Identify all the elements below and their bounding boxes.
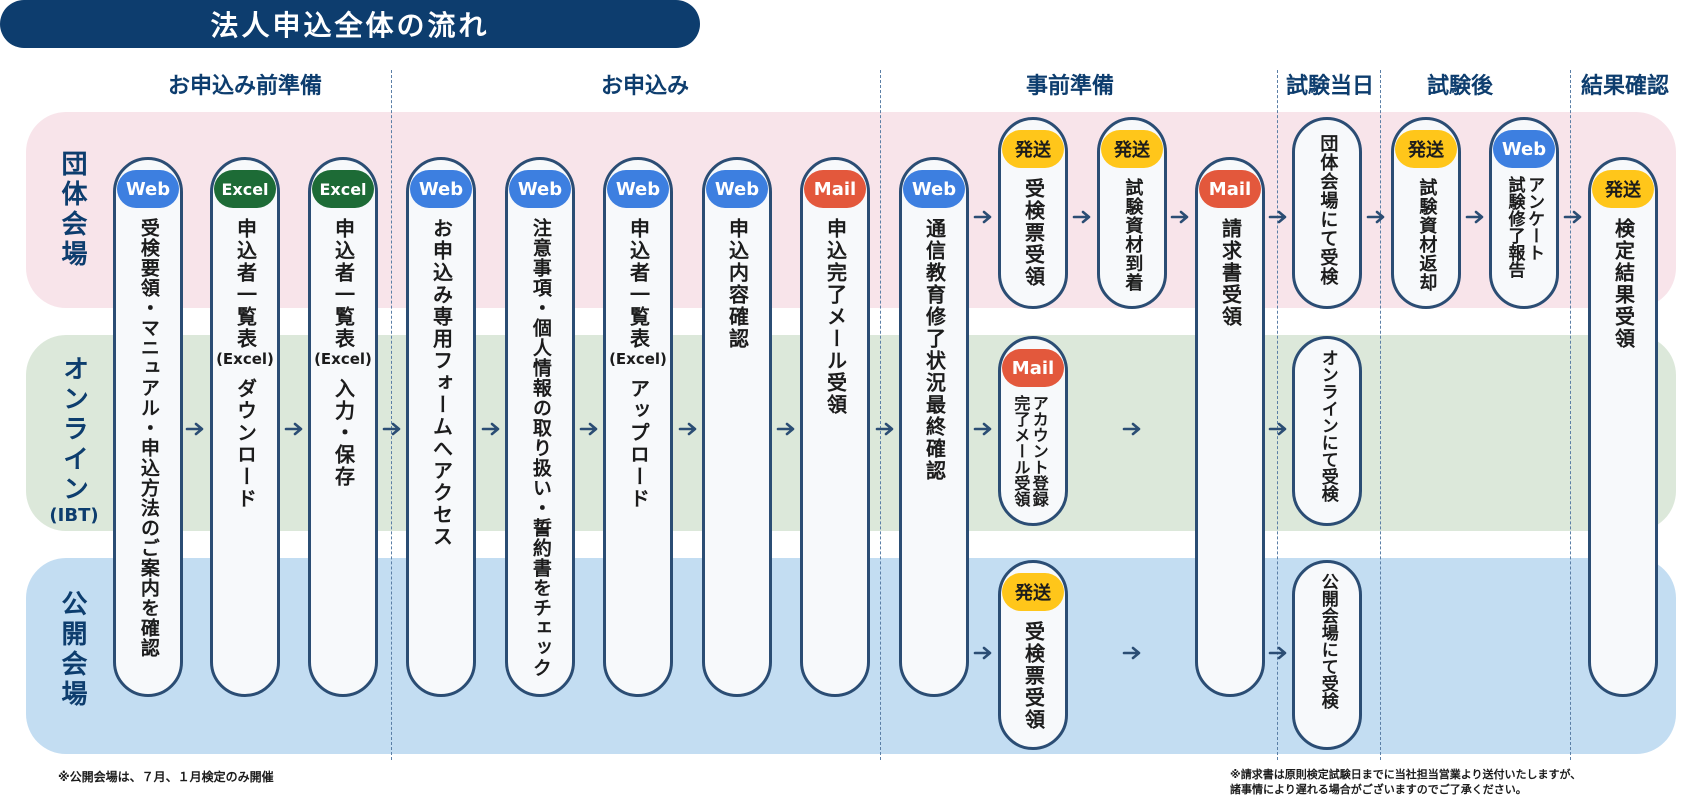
web-badge: Web [607, 170, 669, 208]
step-label: 公開会場にて受検 [1317, 573, 1338, 709]
phase-divider [1277, 70, 1278, 760]
mail-badge: Mail [1002, 349, 1064, 387]
step-card-invoice: Mail 請求書受領 [1195, 157, 1265, 697]
footnote-invoice-line1: ※請求書は原則検定試験日までに当社担当営業より送付いたしますが、 [1230, 768, 1582, 781]
phase-pre-application: お申込み前準備 [167, 74, 322, 99]
web-badge: Web [410, 170, 472, 208]
page-title: 法人申込全体の流れ [0, 0, 700, 48]
step-label: 受検票受領 [1021, 178, 1046, 288]
step-label-sub: (Excel) [216, 350, 274, 368]
web-badge: Web [903, 170, 965, 208]
step-label: 完了メール受領 [1011, 395, 1031, 507]
step-label: お申込み専用フォームへアクセス [429, 218, 454, 548]
step-label: 試験修了報告 [1504, 176, 1525, 278]
phase-exam-day: 試験当日 [1285, 74, 1374, 99]
step-label: 申込内容確認 [725, 218, 750, 350]
shipping-badge: 発送 [1002, 573, 1064, 611]
survey-text-wrap: アンケート 試験修了報告 [1504, 176, 1545, 278]
step-card-check-terms: Web 注意事項・個人情報の取り扱い・誓約書をチェック [505, 157, 575, 697]
step-label: アンケート [1524, 176, 1545, 261]
step-label: 受検要領・マニュアル・申込方法のご案内を確認 [137, 218, 160, 658]
shipping-badge: 発送 [1002, 130, 1064, 168]
step-card-public-ticket: 発送 受検票受領 [998, 560, 1068, 750]
web-badge: Web [117, 170, 179, 208]
step-card-confirm: Web 申込内容確認 [702, 157, 772, 697]
step-label: 申込者一覧表 [331, 218, 356, 350]
step-label: 入力・保存 [331, 378, 356, 488]
step-label: 通信教育修了状況最終確認 [922, 218, 947, 482]
lane-label-online-sub: (IBT) [49, 505, 99, 526]
step-card-online-exam: オンラインにて受検 [1292, 336, 1362, 526]
phase-application: お申込み [600, 74, 689, 99]
footnote-invoice-line2: 諸事情により遅れる場合がございますのでご了承ください。 [1230, 783, 1527, 796]
shipping-badge: 発送 [1592, 170, 1654, 208]
phase-result: 結果確認 [1580, 74, 1669, 99]
step-card-download: Excel 申込者一覧表 (Excel) ダウンロード [210, 157, 280, 697]
step-card-result: 発送 検定結果受領 [1588, 157, 1658, 697]
lane-label-public: 公開会場 [57, 590, 87, 710]
step-label: 受検票受領 [1021, 621, 1046, 731]
phase-preparation: 事前準備 [1025, 74, 1114, 99]
lane-label-online: オンライン [58, 355, 89, 505]
step-card-group-exam: 団体会場にて受検 [1292, 117, 1362, 309]
phase-divider [880, 70, 881, 760]
mail-badge: Mail [1199, 170, 1261, 208]
step-card-group-ticket: 発送 受検票受領 [998, 117, 1068, 309]
step-card-survey: Web アンケート 試験修了報告 [1489, 117, 1559, 309]
step-label: 試験資材到着 [1122, 178, 1144, 292]
step-card-complete-mail: Mail 申込完了メール受領 [800, 157, 870, 697]
lane-label-online-wrap: オンライン (IBT) [44, 355, 104, 526]
lane-label-group: 団体会場 [57, 150, 87, 270]
phase-divider [1380, 70, 1381, 760]
phase-after-exam: 試験後 [1426, 74, 1493, 99]
step-label: ダウンロード [233, 378, 258, 510]
step-label: 申込完了メール受領 [823, 218, 848, 416]
web-badge: Web [509, 170, 571, 208]
step-card-upload: Web 申込者一覧表 (Excel) アップロード [603, 157, 673, 697]
step-label: 請求書受領 [1218, 218, 1243, 328]
excel-badge: Excel [312, 170, 374, 208]
web-badge: Web [706, 170, 768, 208]
step-label: アップロード [626, 378, 651, 510]
step-label: 申込者一覧表 [233, 218, 258, 350]
mail-badge: Mail [804, 170, 866, 208]
step-label: 注意事項・個人情報の取り扱い・誓約書をチェック [529, 218, 552, 678]
footnote-public-venue: ※公開会場は、７月、１月検定のみ開催 [58, 770, 274, 784]
step-card-return-materials: 発送 試験資材返却 [1391, 117, 1461, 309]
excel-badge: Excel [214, 170, 276, 208]
step-label: 団体会場にて受検 [1317, 134, 1339, 286]
phase-divider [391, 70, 392, 760]
step-label: アカウント登録 [1029, 395, 1049, 507]
step-label: 試験資材返却 [1416, 178, 1438, 292]
shipping-badge: 発送 [1395, 130, 1457, 168]
step-label-sub: (Excel) [314, 350, 372, 368]
account-text-wrap: アカウント登録 完了メール受領 [1011, 395, 1048, 507]
step-card-guide: Web 受検要領・マニュアル・申込方法のご案内を確認 [113, 157, 183, 697]
step-label: 検定結果受領 [1611, 218, 1636, 350]
shipping-badge: 発送 [1101, 130, 1163, 168]
step-card-form-access: Web お申込み専用フォームへアクセス [406, 157, 476, 697]
web-badge: Web [1493, 130, 1555, 168]
phase-divider [1570, 70, 1571, 760]
step-label-sub: (Excel) [609, 350, 667, 368]
step-card-input-save: Excel 申込者一覧表 (Excel) 入力・保存 [308, 157, 378, 697]
step-label: オンラインにて受検 [1317, 349, 1338, 502]
step-card-account-mail: Mail アカウント登録 完了メール受領 [998, 336, 1068, 526]
step-card-public-exam: 公開会場にて受検 [1292, 560, 1362, 750]
step-card-materials-arrival: 発送 試験資材到着 [1097, 117, 1167, 309]
step-card-final-check: Web 通信教育修了状況最終確認 [899, 157, 969, 697]
step-label: 申込者一覧表 [626, 218, 651, 350]
